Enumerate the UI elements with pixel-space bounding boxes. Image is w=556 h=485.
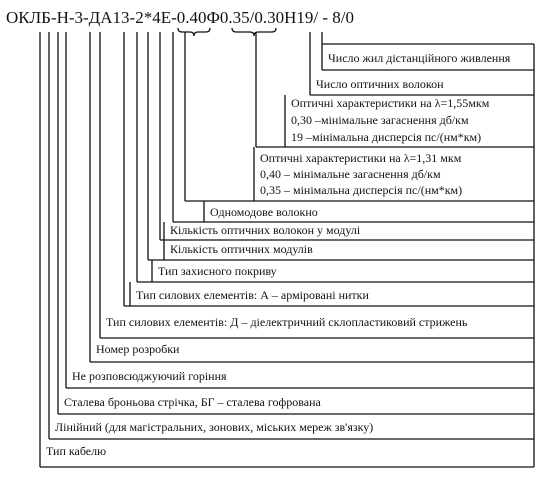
label-3: Оптичні характеристики на λ=1,55мкм 0,30 … — [291, 96, 490, 144]
label-5: Одномодове волокно — [210, 205, 318, 219]
label-1: Число жил дістанційного живлення — [328, 51, 511, 65]
label-11: Номер розробки — [96, 342, 180, 356]
label-line: Кількість оптичних волокон у модулі — [170, 223, 361, 237]
label-line: Число жил дістанційного живлення — [328, 51, 511, 65]
label-line: Номер розробки — [96, 342, 180, 356]
label-line: 0,40 – мінімальне загаснення дб/км — [260, 167, 441, 181]
label-line: Не розповсюджуючий горіння — [72, 369, 227, 383]
label-2: Число оптичних волокон — [316, 77, 444, 91]
label-line: Тип захисного покриву — [158, 264, 277, 278]
label-line: Лінійний (для магістральних, зонових, мі… — [55, 420, 373, 434]
brace — [231, 27, 277, 37]
label-9: Тип силових елементів: А – арміровані ни… — [136, 288, 370, 302]
leader-lines — [39, 27, 535, 468]
label-line: Оптичні характеристики на λ=1,55мкм — [291, 96, 490, 110]
label-line: Тип силових елементів: А – арміровані ни… — [136, 288, 370, 302]
label-line: Оптичні характеристики на λ=1,31 мкм — [260, 151, 462, 165]
label-line: Тип кабелю — [46, 444, 106, 458]
label-8: Тип захисного покриву — [158, 264, 277, 278]
label-line: Сталева броньова стрічка, БГ – сталева г… — [64, 395, 321, 409]
brace — [177, 27, 211, 37]
label-line: 19 –мінімальна дисперсія пс/(нм*км) — [291, 130, 481, 144]
label-10: Тип силових елементів: Д – діелектричний… — [106, 315, 468, 329]
label-13: Сталева броньова стрічка, БГ – сталева г… — [64, 395, 321, 409]
label-12: Не розповсюджуючий горіння — [72, 369, 227, 383]
label-line: Кількість оптичних модулів — [170, 242, 313, 256]
label-line: Число оптичних волокон — [316, 77, 444, 91]
label-line: Тип силових елементів: Д – діелектричний… — [106, 315, 468, 329]
label-line: 0,30 –мінімальне загаснення дб/км — [291, 113, 469, 127]
label-4: Оптичні характеристики на λ=1,31 мкм 0,40… — [260, 151, 462, 197]
label-6: Кількість оптичних волокон у модулі — [170, 223, 361, 237]
label-14: Лінійний (для магістральних, зонових, мі… — [55, 420, 373, 434]
cable-code: ОКЛБ-Н-3-ДА13-2*4Е-0.40Ф0.35/0.30Н19/ - … — [6, 8, 354, 27]
label-line: Одномодове волокно — [210, 205, 318, 219]
label-line: 0,35 – мінімальна дисперсія пс/(нм*км) — [260, 183, 462, 197]
label-15: Тип кабелю — [46, 444, 106, 458]
label-7: Кількість оптичних модулів — [170, 242, 313, 256]
